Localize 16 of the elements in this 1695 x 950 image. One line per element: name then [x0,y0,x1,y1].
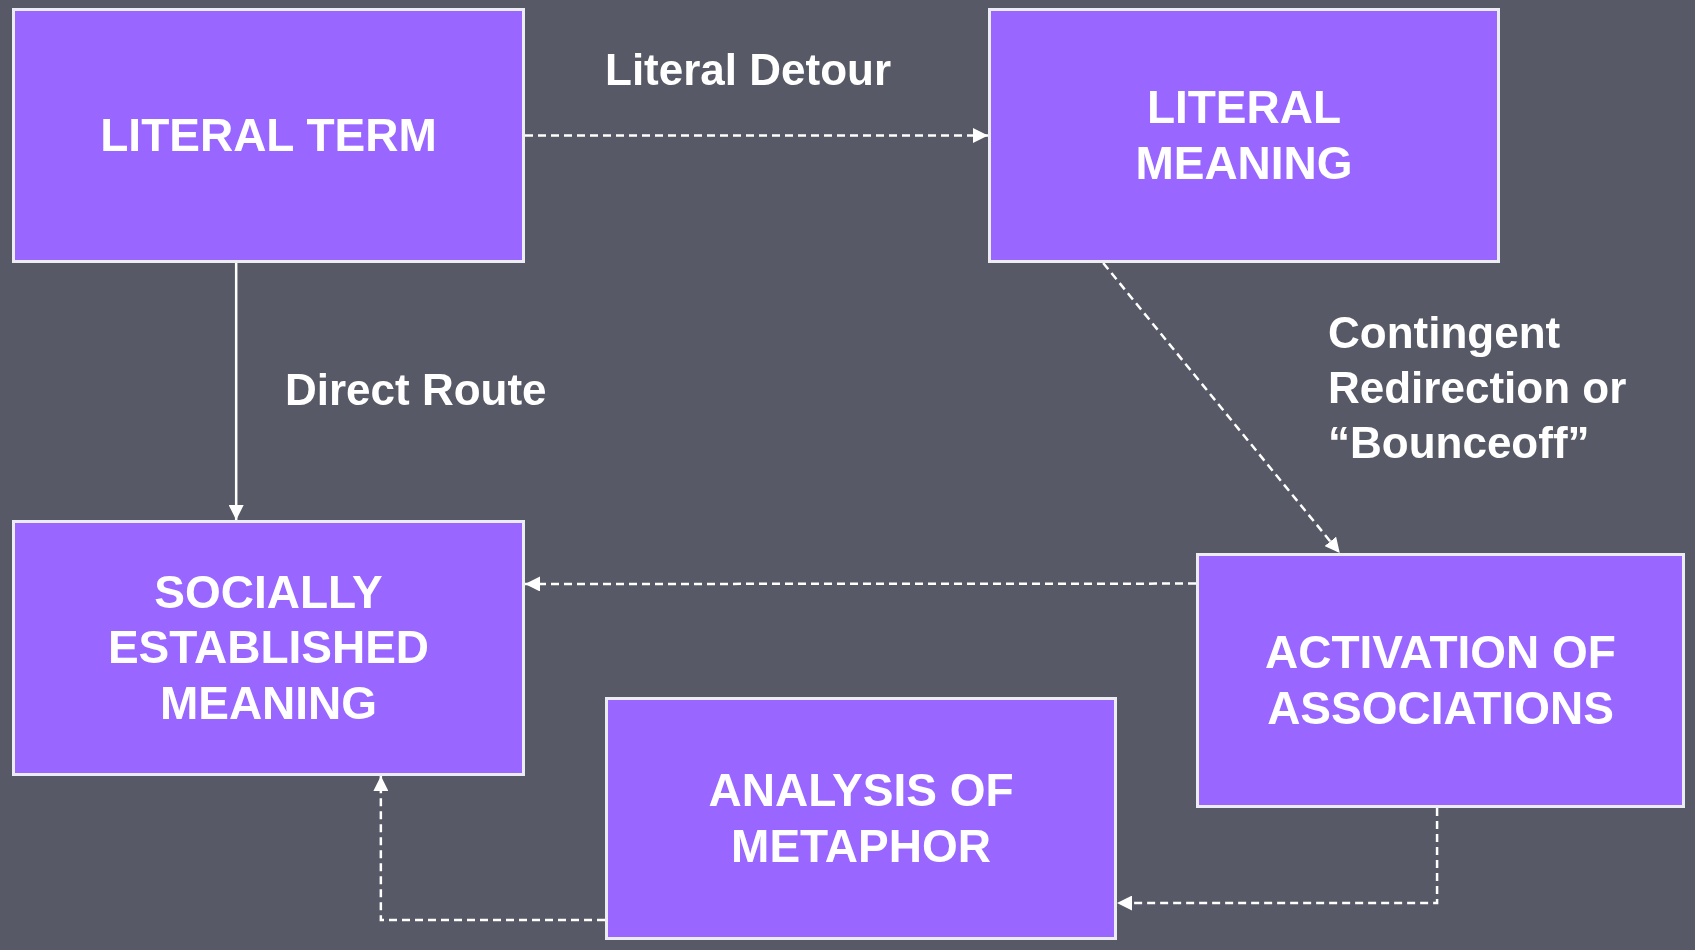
dashed-arrow [1102,262,1341,554]
process-box [12,520,525,776]
box-label: ANALYSIS OF METAPHOR [707,763,1015,874]
dashed-arrow [525,128,988,143]
process-box [1196,553,1685,808]
process-box [12,8,525,263]
dashed-arrow [525,576,1196,592]
box-label: SOCIALLY ESTABLISHED MEANING [106,565,431,731]
dashed-arrow [373,776,605,922]
box-label: LITERAL MEANING [1134,80,1354,191]
box-label: ACTIVATION OF ASSOCIATIONS [1264,625,1617,736]
process-box [605,697,1117,940]
process-box [988,8,1500,263]
arrow [228,263,244,520]
dashed-arrow [1117,808,1439,911]
box-label: LITERAL TERM [100,107,437,163]
